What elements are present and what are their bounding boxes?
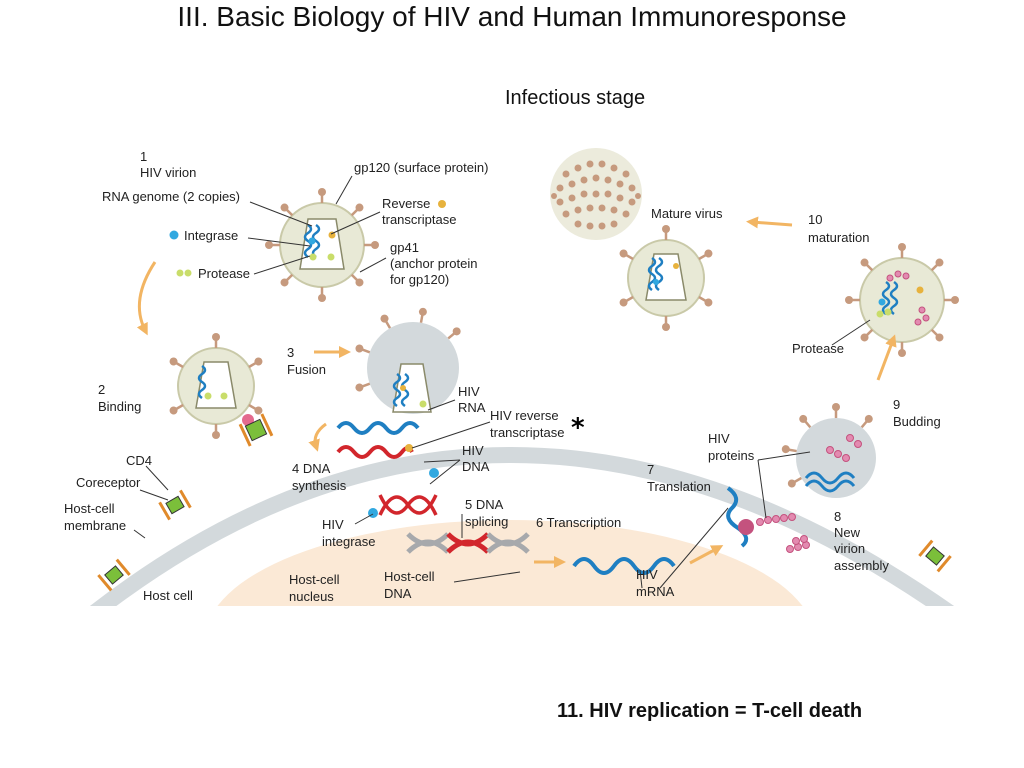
reverse-transcriptase-dot [405,444,413,452]
step9-number: 9 [893,397,900,412]
host-dna-label-1: Host-cell [384,569,435,584]
hiv-integrase-label-1: HIV [322,517,344,532]
step3-label: Fusion [287,362,326,377]
integrase-dot [308,237,316,245]
mature-virion [616,223,716,333]
fusion-virion [353,305,464,414]
slide-title: III. Basic Biology of HIV and Human Immu… [177,1,847,32]
hiv-rt-label-1: HIV reverse [490,408,559,423]
integrase-legend-icon [169,230,179,240]
step4-label-1: 4 DNA [292,461,331,476]
asterisk-marker: * [571,413,585,443]
step10-label: maturation [808,230,869,245]
step5-label-1: 5 DNA [465,497,504,512]
membrane-receptor-right [918,539,952,573]
gp41-label-3: for gp120) [390,272,449,287]
hiv-proteins-label-2: proteins [708,448,755,463]
protease-legend-icon [176,269,184,277]
hiv-dna-label-1: HIV [462,443,484,458]
hiv-rna-strand [336,421,420,435]
protein-chain [756,513,796,526]
reverse-transcriptase-icon [438,200,446,208]
gp41-label-2: (anchor protein [390,256,477,271]
protease-label-2: Protease [792,341,844,356]
gp41-label-1: gp41 [390,240,419,255]
host-dna-label-2: DNA [384,586,412,601]
binding-virion [166,331,266,441]
host-cell-label: Host cell [143,588,193,603]
host-nucleus-label-1: Host-cell [289,572,340,587]
hiv-rt-label-2: transcriptase [490,425,564,440]
hiv-virion [263,186,381,304]
cd4-receptor [158,489,192,521]
mature-virus-label: Mature virus [651,206,723,221]
stage-label: Infectious stage [505,87,646,109]
hiv-dna-strand [336,445,414,459]
step2-label: Binding [98,399,141,414]
host-cell-nucleus [217,520,803,606]
host-cell-membrane [90,447,954,606]
step1-number: 1 [140,149,147,164]
host-membrane-label-1: Host-cell [64,501,115,516]
hiv-integrase-label-2: integrase [322,534,375,549]
host-dna-helix [406,532,530,554]
step4-label-2: synthesis [292,478,347,493]
protease-label: Protease [198,266,250,281]
ribosome [738,519,754,535]
cell-background [90,447,954,606]
hiv-mrna-label-1: HIV [636,567,658,582]
coreceptor-label: Coreceptor [76,475,141,490]
step8-label-1: New [834,525,861,540]
step1-label: HIV virion [140,165,196,180]
gp120-label: gp120 (surface protein) [354,160,488,175]
hiv-rna-label-1: HIV [458,384,480,399]
step8-label-3: assembly [834,558,889,573]
hiv-proteins-label-1: HIV [708,431,730,446]
budding-virion [843,241,961,359]
rna-genome-label: RNA genome (2 copies) [102,189,240,204]
hiv-dna-label-2: DNA [462,459,490,474]
reverse-label-1: Reverse [382,196,430,211]
step10-number: 10 [808,212,822,227]
protease-dot [327,253,335,261]
bound-receptor [238,413,274,447]
host-membrane-label-2: membrane [64,518,126,533]
leader-lines [133,175,871,589]
hiv-mrna-strand [572,557,676,575]
step7-number: 7 [647,462,654,477]
footer-caption: 11. HIV replication = T-cell death [557,700,863,722]
step2-number: 2 [98,382,105,397]
step9-label: Budding [893,414,941,429]
reverse-label-2: transcriptase [382,212,456,227]
hiv-rna-label-2: RNA [458,400,486,415]
step3-number: 3 [287,345,294,360]
host-nucleus-label-2: nucleus [289,589,334,604]
hiv-mrna-label-2: mRNA [636,584,675,599]
cd4-label: CD4 [126,453,152,468]
step6-label: 6 Transcription [536,515,621,530]
step5-label-2: splicing [465,514,508,529]
assembling-virion [779,401,876,498]
translation-complex [726,486,810,553]
process-arrows [136,216,897,568]
integrase-label: Integrase [184,228,238,243]
step7-label: Translation [647,479,711,494]
step8-number: 8 [834,509,841,524]
mature-virus-sphere [550,148,642,240]
step8-label-2: virion [834,541,865,556]
capsid [299,218,345,270]
diagram-labels: 1 HIV virion gp120 (surface protein) RNA… [64,149,941,604]
coreceptor [97,558,131,592]
